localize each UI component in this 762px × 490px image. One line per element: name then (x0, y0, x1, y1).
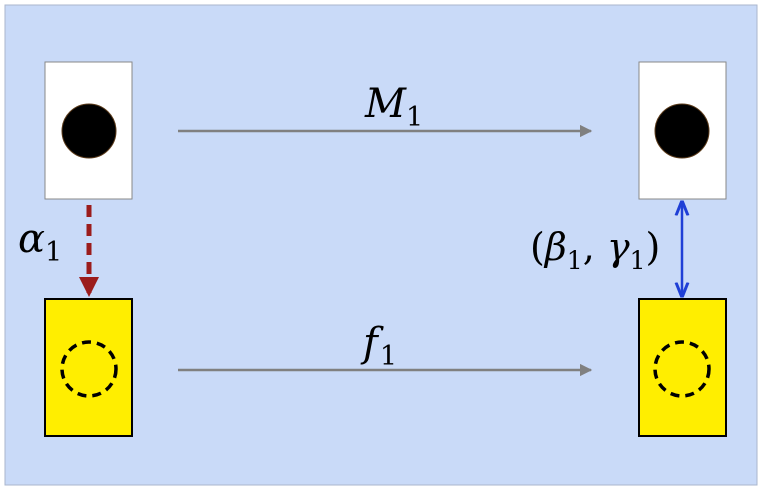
right-arrow-label-comma: , (583, 225, 607, 269)
right-arrow-label-beta: β (543, 225, 567, 269)
top-arrow-label-sub: 1 (406, 102, 423, 133)
left-arrow-label-main: α (18, 216, 45, 262)
right-arrow-label-open: ( (530, 225, 545, 269)
right-arrow-label: (β1, γ1) (530, 225, 660, 275)
bottom-left-box (44, 298, 133, 437)
bottom-arrow-label-sub: 1 (380, 341, 397, 372)
top-arrow-label-main: M (364, 81, 407, 127)
bottom-right-dashed-circle (653, 340, 711, 398)
top-right-filled-circle (654, 103, 710, 159)
right-arrow-label-gamma: γ (607, 225, 630, 269)
bottom-left-dashed-circle (60, 340, 118, 398)
top-arrow-label: M1 (364, 81, 423, 133)
bottom-right-box (638, 298, 727, 437)
right-arrow-label-gamma-sub: 1 (630, 246, 646, 275)
left-arrow-label: α1 (18, 216, 62, 268)
right-arrow-label-beta-sub: 1 (567, 246, 583, 275)
top-left-filled-circle (61, 103, 117, 159)
right-arrow-label-close: ) (646, 225, 661, 269)
left-arrow-label-sub: 1 (45, 237, 62, 268)
